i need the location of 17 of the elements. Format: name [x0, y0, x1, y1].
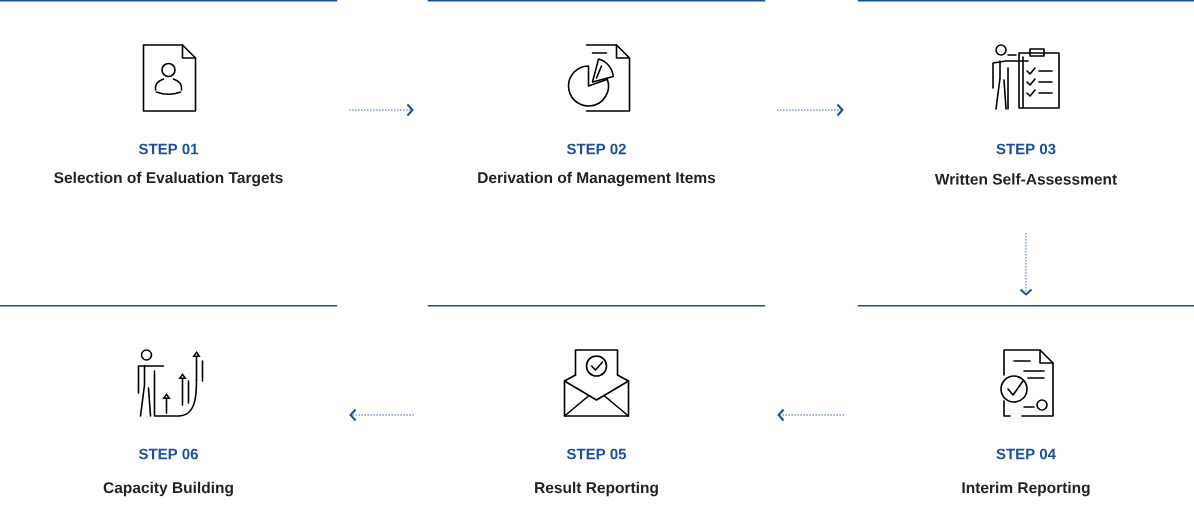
step-label: STEP 02 — [566, 143, 626, 155]
step-title: Capacity Building — [103, 481, 233, 497]
step-title: Derivation of Management Items — [478, 171, 716, 187]
arrow — [348, 103, 414, 117]
step-title: Interim Reporting — [962, 481, 1090, 497]
arrow — [776, 103, 844, 117]
step-label: STEP 04 — [996, 448, 1056, 460]
step-label: STEP 05 — [566, 448, 627, 460]
step-label: STEP 03 — [996, 143, 1056, 155]
arrow — [349, 408, 415, 422]
step-title: Selection of Evaluation Targets — [54, 171, 283, 187]
step-label: STEP 06 — [138, 448, 198, 460]
arrow — [777, 408, 845, 422]
step-title: Result Reporting — [535, 481, 658, 497]
arrow — [1019, 232, 1033, 296]
step-title: Written Self-Assessment — [934, 173, 1117, 185]
step-label: STEP 01 — [138, 143, 199, 155]
